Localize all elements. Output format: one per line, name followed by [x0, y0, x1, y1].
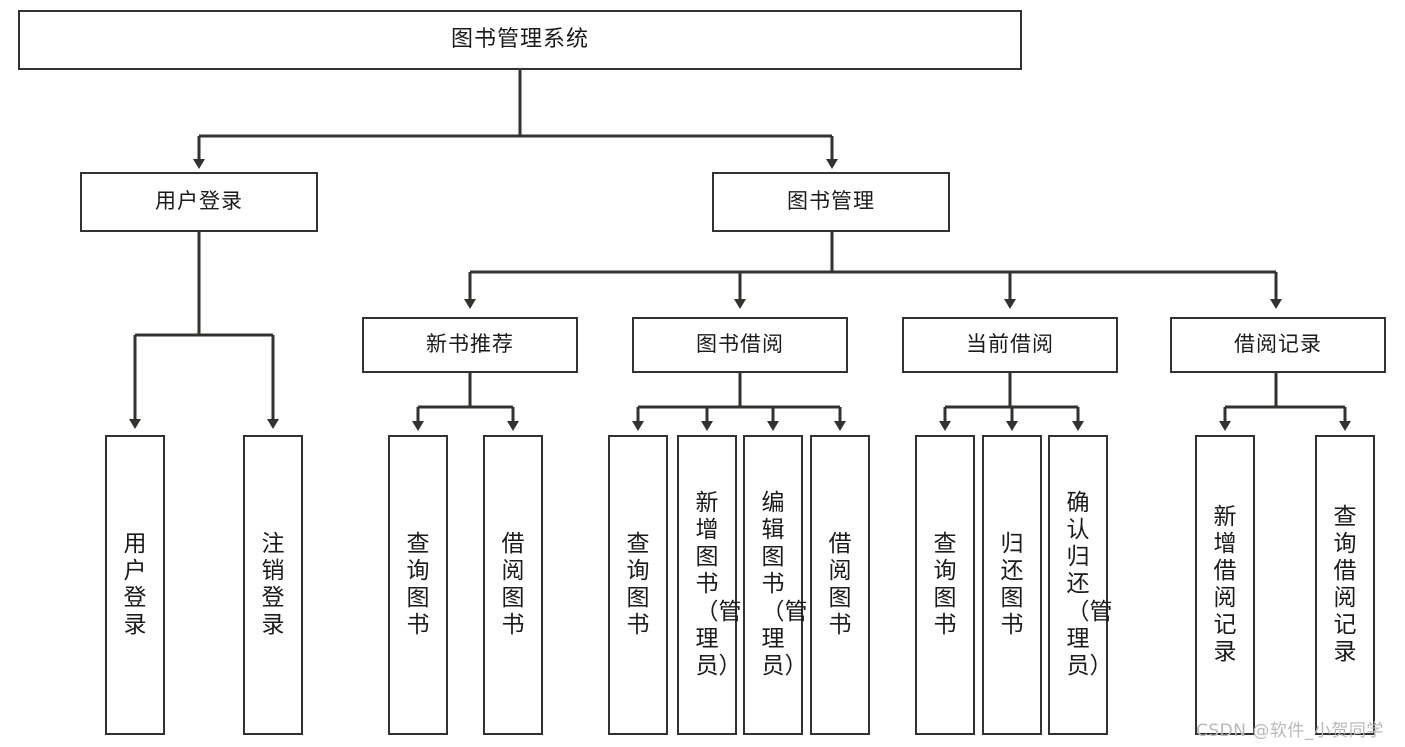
leaf-recommend-query-book[interactable]: 查询图书	[388, 435, 448, 735]
node-label: 当前借阅	[966, 332, 1054, 357]
node-label: 图书借阅	[696, 332, 784, 357]
node-label: 借阅图书	[828, 530, 852, 639]
leaf-recommend-borrow-book[interactable]: 借阅图书	[483, 435, 543, 735]
node-label: 用户登录	[123, 530, 147, 639]
leaf-borrow-query-book[interactable]: 查询图书	[608, 435, 668, 735]
node-label: 查询图书	[626, 530, 650, 639]
node-label: 借阅图书	[501, 530, 525, 639]
node-label: 编辑图书（管理员）	[761, 490, 808, 679]
leaf-user-login-signin[interactable]: 用户登录	[105, 435, 165, 735]
leaf-borrow-edit-book-admin[interactable]: 编辑图书（管理员）	[743, 435, 808, 735]
node-label: 查询图书	[406, 530, 430, 639]
leaf-borrow-borrow-book[interactable]: 借阅图书	[810, 435, 870, 735]
node-label: 查询图书	[933, 530, 957, 639]
node-book-borrow[interactable]: 图书借阅	[632, 317, 848, 373]
node-label: 归还图书	[1000, 530, 1024, 639]
node-label: 图书管理	[787, 189, 875, 214]
node-label: 注销登录	[261, 530, 285, 639]
leaf-current-return-book[interactable]: 归还图书	[982, 435, 1042, 735]
leaf-user-login-signout[interactable]: 注销登录	[243, 435, 303, 735]
node-label: 借阅记录	[1234, 332, 1322, 357]
leaf-borrow-add-book-admin[interactable]: 新增图书（管理员）	[677, 435, 742, 735]
node-user-login[interactable]: 用户登录	[80, 172, 318, 232]
node-current-borrow[interactable]: 当前借阅	[902, 317, 1118, 373]
node-label: 新增图书（管理员）	[695, 490, 742, 679]
leaf-current-confirm-return-admin[interactable]: 确认归还（管理员）	[1048, 435, 1113, 735]
leaf-record-add-record[interactable]: 新增借阅记录	[1195, 435, 1255, 735]
node-new-book-recommend[interactable]: 新书推荐	[362, 317, 578, 373]
node-label: 新书推荐	[426, 332, 514, 357]
node-label: 用户登录	[155, 189, 243, 214]
node-label: 图书管理系统	[450, 26, 589, 52]
watermark-text: CSDN @软件_小贺同学	[1196, 721, 1384, 741]
node-label: 新增借阅记录	[1213, 503, 1237, 666]
node-label: 查询借阅记录	[1333, 503, 1357, 666]
leaf-current-query-book[interactable]: 查询图书	[915, 435, 975, 735]
node-borrow-record[interactable]: 借阅记录	[1170, 317, 1386, 373]
node-root-system[interactable]: 图书管理系统	[18, 10, 1022, 70]
leaf-record-query-record[interactable]: 查询借阅记录	[1315, 435, 1375, 735]
node-book-management[interactable]: 图书管理	[712, 172, 950, 232]
node-label: 确认归还（管理员）	[1066, 490, 1113, 679]
